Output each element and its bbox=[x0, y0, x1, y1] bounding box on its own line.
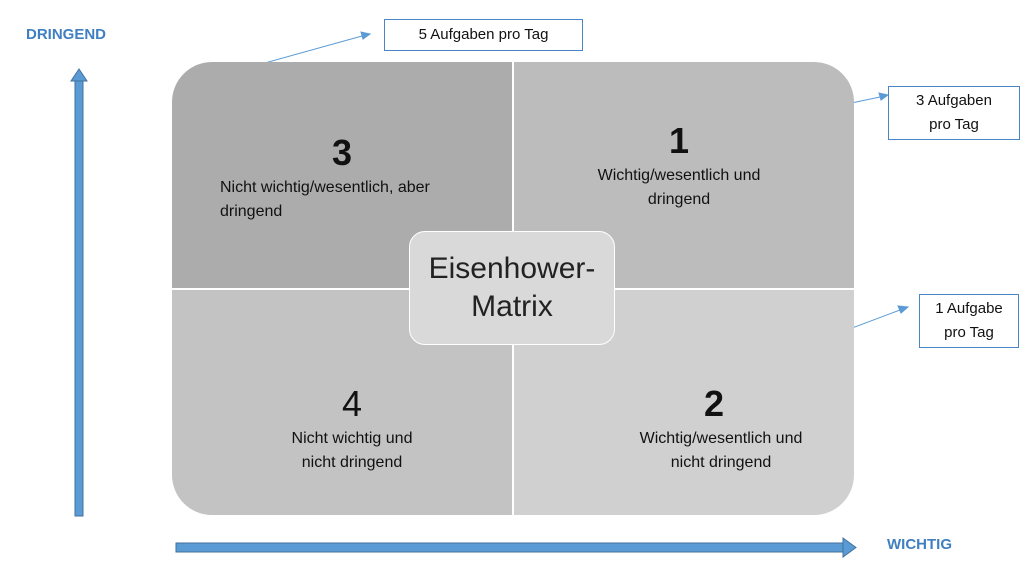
quadrant-text-line1: Wichtig/wesentlich und bbox=[639, 430, 803, 447]
y-axis-arrow bbox=[70, 68, 88, 517]
quadrant-number: 4 bbox=[342, 383, 363, 424]
x-axis-label: WICHTIG bbox=[887, 536, 952, 553]
callout-text-line2: pro Tag bbox=[929, 116, 979, 133]
matrix-title-box: Eisenhower- Matrix bbox=[409, 231, 615, 345]
callout-three-tasks: 3 Aufgaben pro Tag bbox=[888, 86, 1020, 140]
y-axis-label: DRINGEND bbox=[26, 26, 107, 43]
quadrant-text-line2: nicht dringend bbox=[670, 454, 772, 471]
quadrant-text: Wichtig/wesentlich und nicht dringend bbox=[606, 427, 836, 475]
connector-arrowhead-3 bbox=[878, 92, 890, 101]
quadrant-number: 1 bbox=[669, 120, 690, 161]
quadrant-text: Nicht wichtig/wesentlich, aber dringend bbox=[220, 176, 430, 224]
quadrant-text-line1: Nicht wichtig und bbox=[291, 430, 413, 447]
quadrant-text: Wichtig/wesentlich und dringend bbox=[564, 164, 794, 212]
x-axis-arrow bbox=[175, 537, 857, 558]
callout-text-line1: 1 Aufgabe bbox=[935, 300, 1003, 317]
quadrant-text-line2: dringend bbox=[647, 191, 711, 208]
callout-one-task: 1 Aufgabe pro Tag bbox=[919, 294, 1019, 348]
callout-text-line1: 5 Aufgaben pro Tag bbox=[418, 26, 549, 43]
callout-text-line1: 3 Aufgaben bbox=[916, 92, 992, 109]
quadrant-text-line1: Wichtig/wesentlich und bbox=[597, 167, 761, 184]
quadrant-number: 2 bbox=[704, 383, 725, 424]
quadrant-text: Nicht wichtig und nicht dringend bbox=[262, 427, 442, 475]
matrix-title-line1: Eisenhower- bbox=[428, 252, 596, 285]
callout-five-tasks: 5 Aufgaben pro Tag bbox=[384, 19, 583, 51]
connector-arrowhead-1 bbox=[897, 305, 910, 314]
quadrant-number: 3 bbox=[332, 132, 353, 173]
quadrant-text-line1: Nicht wichtig/wesentlich, aber bbox=[220, 179, 430, 196]
matrix-title-line2: Matrix bbox=[471, 290, 553, 323]
connector-arrowhead-5 bbox=[360, 31, 372, 40]
quadrant-text-line2: dringend bbox=[220, 203, 283, 220]
callout-text-line2: pro Tag bbox=[944, 324, 994, 341]
quadrant-text-line2: nicht dringend bbox=[301, 454, 403, 471]
